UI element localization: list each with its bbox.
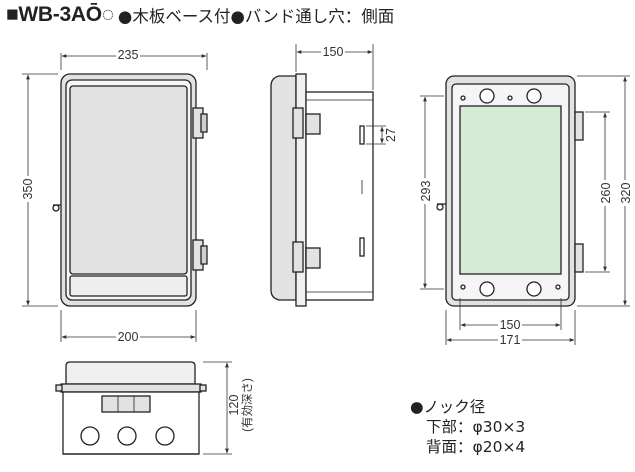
knockout-heading: ●ノック径 <box>410 398 486 416</box>
back-width-150-label: 150 <box>500 318 521 332</box>
title-description: ●木板ベース付●バンド通し穴：側面 <box>117 7 395 26</box>
side-view <box>270 73 374 307</box>
bottom-view <box>55 361 207 455</box>
bottom-dimensions <box>203 361 232 455</box>
back-height-293-label: 293 <box>419 181 433 202</box>
front-view <box>52 73 208 307</box>
bottom-depth-note: (有効深さ) <box>240 378 254 432</box>
front-height-label: 350 <box>21 179 35 200</box>
back-width-171-label: 171 <box>500 333 521 347</box>
bottom-depth-label: 120 <box>227 395 241 416</box>
front-width-top-label: 235 <box>118 48 139 62</box>
back-height-320-label: 320 <box>619 183 633 204</box>
knockout-bottom: 下部：φ30×3 <box>426 418 526 436</box>
model-number: ■WB-3AŌ◌ <box>6 3 114 26</box>
front-width-bottom-label: 200 <box>118 330 139 344</box>
back-height-260-label: 260 <box>599 183 613 204</box>
back-view <box>436 75 584 307</box>
knockout-spec: ●ノック径 下部：φ30×3 背面：φ20×4 <box>410 397 525 457</box>
side-depth-label: 150 <box>323 45 344 59</box>
drawing-title: ■WB-3AŌ◌ ●木板ベース付●バンド通し穴：側面 <box>6 2 394 28</box>
side-slot-label: 27 <box>384 128 398 142</box>
knockout-back: 背面：φ20×4 <box>426 438 526 456</box>
